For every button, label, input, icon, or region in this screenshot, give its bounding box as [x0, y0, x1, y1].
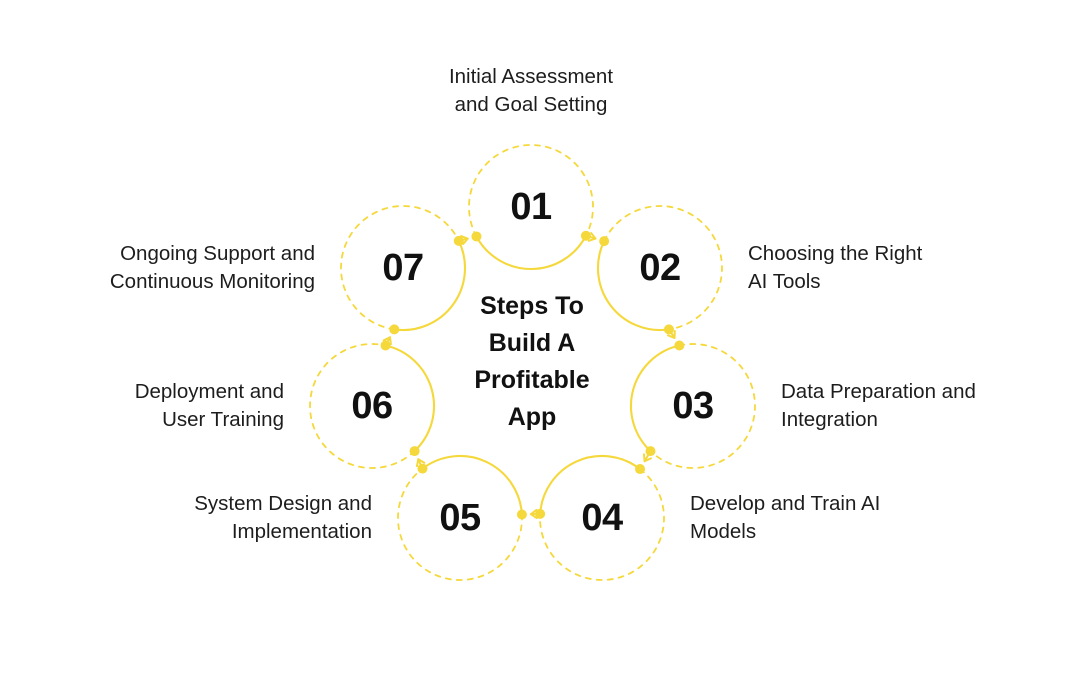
step-number-02: 02: [639, 247, 681, 289]
step-arc-dashed: [468, 144, 594, 238]
step-number-05: 05: [439, 497, 481, 539]
step-arc-dashed: [309, 343, 416, 469]
step-arc-solid: [421, 454, 523, 516]
step-arc-dashed: [397, 467, 523, 581]
step-label-06: Deployment and User Training: [134, 380, 284, 431]
connector-dot: [674, 340, 685, 351]
step-label-01: Initial Assessment and Goal Setting: [448, 65, 614, 116]
step-label-07: Ongoing Support and Continuous Monitorin…: [109, 242, 315, 293]
step-number-04: 04: [581, 497, 623, 539]
step-arc-solid: [596, 240, 670, 331]
step-label-03: Data Preparation and Integration: [781, 380, 976, 431]
flow-arrow-head: [642, 453, 652, 463]
flow-arrow-head: [587, 232, 597, 242]
connector-dot: [409, 446, 420, 457]
step-arc-dashed: [603, 205, 723, 331]
connector-dot: [599, 236, 610, 247]
flow-arrow-head: [666, 329, 676, 339]
step-number-03: 03: [672, 385, 714, 427]
flow-arrow-head: [415, 458, 426, 468]
flow-arrow-shaft: [454, 237, 469, 243]
step-arc-solid: [393, 239, 466, 332]
step-label-02: Choosing the Right AI Tools: [748, 242, 923, 293]
step-arc-dashed: [539, 468, 665, 581]
center-title: Steps To Build A Profitable App: [474, 292, 590, 431]
step-arc-dashed: [649, 343, 756, 469]
flow-arrow-shaft: [582, 233, 597, 240]
flow-arrow-shaft: [643, 449, 653, 463]
step-arc-dashed: [340, 205, 460, 331]
flow-arrow-head: [382, 336, 392, 346]
step-arc-solid: [629, 344, 681, 453]
flow-arrow-shaft: [382, 336, 391, 350]
connector-dot: [635, 464, 646, 475]
step-label-05: System Design and Implementation: [194, 492, 372, 543]
connector-dot: [389, 324, 400, 335]
connector-dot: [516, 509, 527, 520]
connector-dot: [471, 231, 482, 242]
step-number-01: 01: [510, 186, 552, 228]
step-label-04: Develop and Train AI Models: [690, 492, 881, 543]
flow-arrow-shaft: [417, 458, 425, 473]
step-arc-solid: [539, 455, 642, 515]
flow-arrow-head: [460, 235, 469, 245]
flow-arrow-head: [529, 508, 538, 520]
step-arc-solid: [384, 344, 436, 453]
step-number-06: 06: [351, 385, 393, 427]
step-arc-solid: [475, 234, 587, 270]
step-number-07: 07: [382, 247, 424, 289]
flow-arrow-shaft: [666, 326, 676, 339]
